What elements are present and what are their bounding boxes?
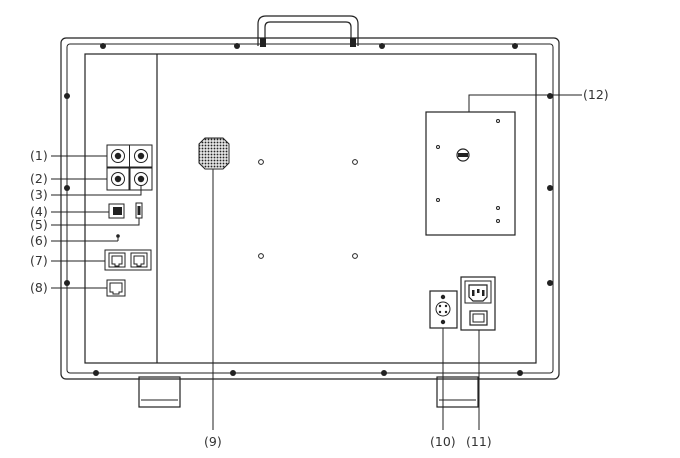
- callout-6: (6): [30, 233, 48, 248]
- callout-12: (12): [583, 87, 609, 102]
- callout-3: (3): [30, 187, 48, 202]
- leader-lines: [51, 94, 582, 430]
- callout-9: (9): [204, 434, 222, 449]
- chassis-screws: [64, 43, 553, 376]
- speaker-grille: [198, 137, 230, 170]
- dual-network-ports: [104, 249, 152, 271]
- vesa-mount-holes: [258, 159, 358, 259]
- bnc-connectors-row-1: [106, 144, 153, 168]
- carry-handle: [257, 15, 359, 47]
- bottom-feet: [138, 376, 479, 408]
- callout-2: (2): [30, 171, 48, 186]
- bnc-connectors-row-2: [106, 167, 153, 191]
- callout-1: (1): [30, 148, 48, 163]
- battery-plate: [425, 111, 516, 236]
- callout-10: (10): [430, 434, 456, 449]
- usb-port: [135, 202, 143, 219]
- dc-power-input: [429, 290, 458, 329]
- callout-8: (8): [30, 280, 48, 295]
- callout-4: (4): [30, 204, 48, 219]
- callout-5: (5): [30, 217, 48, 232]
- callout-11: (11): [466, 434, 492, 449]
- chassis: [60, 37, 560, 380]
- hdmi-port: [108, 203, 125, 219]
- reset-hole: [116, 234, 120, 241]
- callout-7: (7): [30, 253, 48, 268]
- callout-labels: (1) (2) (3) (4) (5) (6) (7) (8) (9) (10)…: [30, 87, 609, 449]
- single-network-port: [106, 279, 126, 297]
- ac-power-inlet: [460, 276, 496, 331]
